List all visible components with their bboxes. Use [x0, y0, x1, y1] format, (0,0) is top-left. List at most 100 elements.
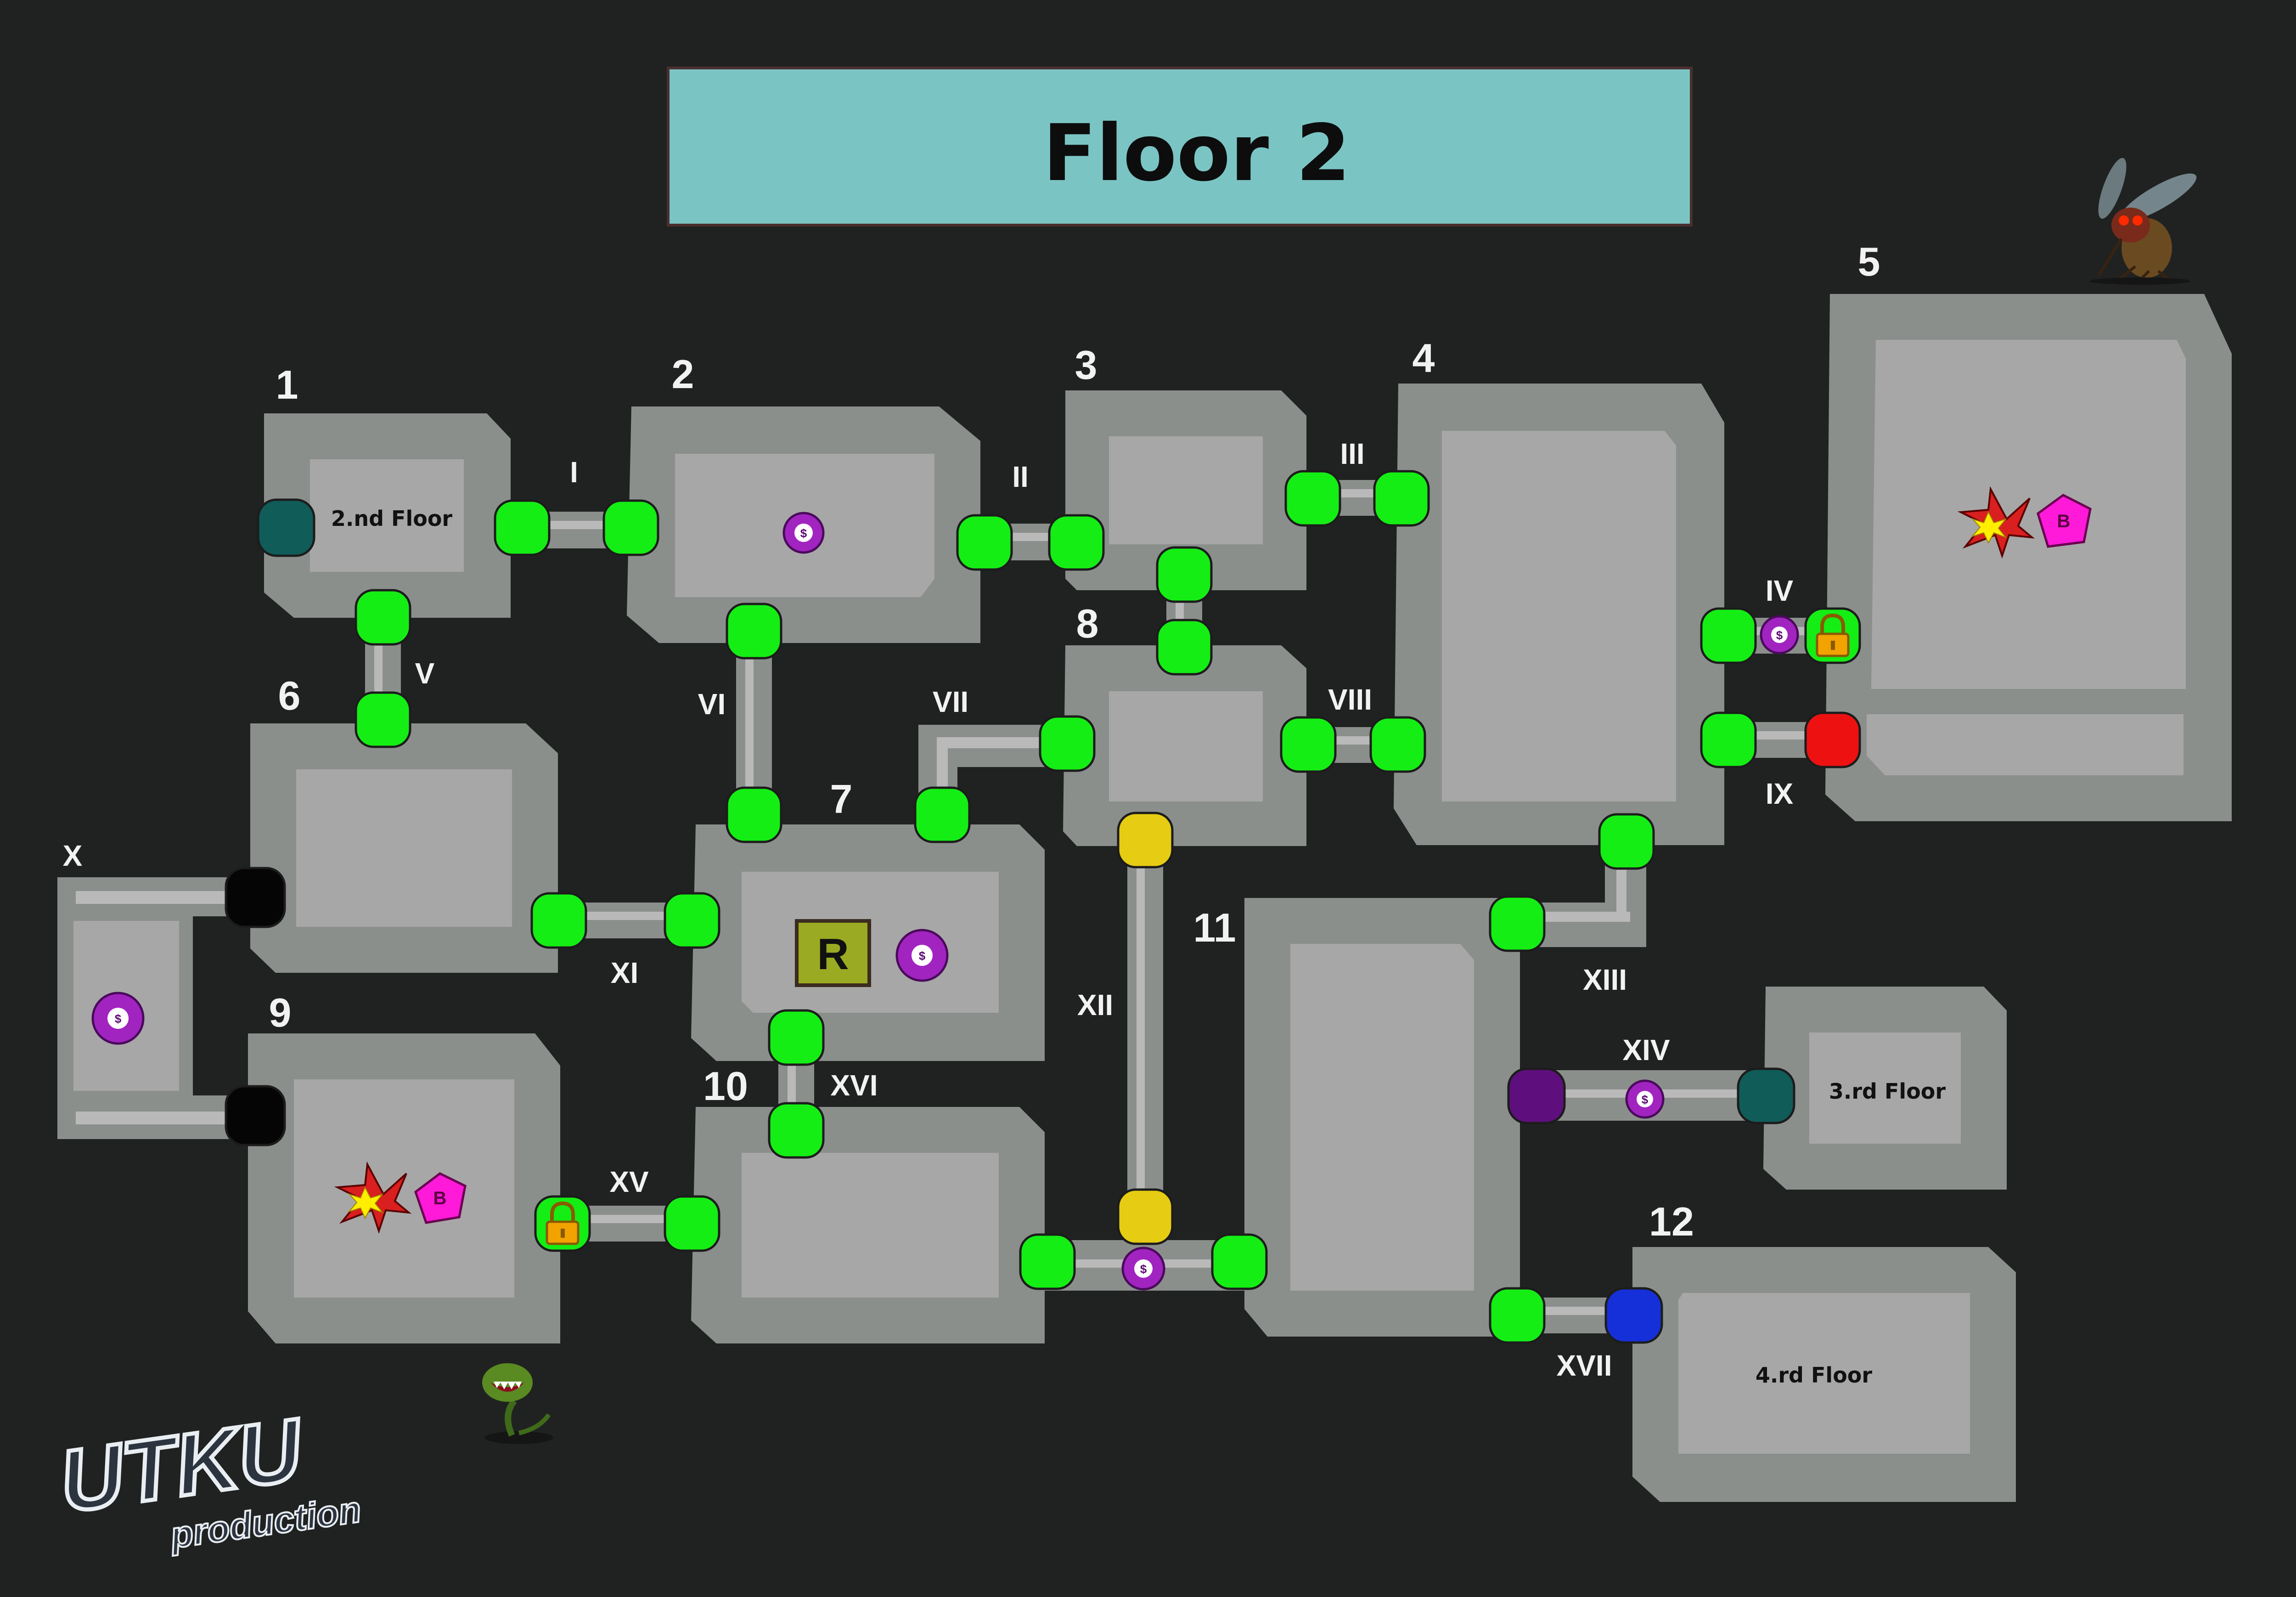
room-9[interactable] — [248, 1033, 560, 1343]
door-open[interactable] — [1280, 716, 1337, 773]
door-open[interactable] — [664, 892, 720, 949]
room-10[interactable] — [691, 1107, 1045, 1343]
door-open[interactable] — [726, 603, 782, 660]
door-open[interactable] — [1284, 470, 1341, 527]
coin-icon[interactable]: $ — [1121, 1247, 1165, 1291]
floor-portal-2nd[interactable] — [257, 498, 315, 557]
door-open[interactable] — [1048, 514, 1105, 571]
corridor-label-IX: IX — [1766, 777, 1794, 810]
boss-label: B — [2057, 511, 2071, 531]
room-number-5: 5 — [1858, 239, 1880, 284]
door-open[interactable] — [1156, 546, 1213, 603]
door-open[interactable] — [1019, 1233, 1076, 1290]
relic-icon[interactable]: R — [795, 919, 871, 987]
door-open[interactable] — [768, 1102, 825, 1159]
door-open[interactable] — [664, 1195, 720, 1252]
coin-symbol: $ — [1642, 1093, 1649, 1106]
door-open[interactable] — [1369, 716, 1426, 773]
door-open[interactable] — [914, 786, 971, 843]
coin-symbol: $ — [1776, 628, 1783, 642]
corridor-label-I: I — [570, 456, 578, 489]
door-open[interactable] — [1700, 607, 1757, 664]
room-number-10: 10 — [703, 1063, 748, 1109]
room-numbers: 1 2 3 4 5 6 7 8 9 10 11 12 — [269, 239, 1880, 1244]
door-open[interactable] — [494, 499, 551, 556]
corridor-label-IV: IV — [1766, 574, 1794, 607]
door-open[interactable] — [1211, 1233, 1268, 1290]
door-black[interactable] — [225, 1085, 286, 1146]
brand-logo: UTKU production — [52, 1398, 365, 1557]
coin-icon[interactable]: $ — [1625, 1079, 1665, 1119]
door-open[interactable] — [768, 1009, 825, 1066]
door-purple[interactable] — [1507, 1067, 1566, 1124]
room-11[interactable] — [1244, 898, 1520, 1337]
room-12[interactable]: 4.rd Floor — [1632, 1247, 2016, 1502]
relic-label: R — [817, 930, 849, 979]
floor-link-label-2nd: 2.nd Floor — [331, 506, 453, 531]
door-open[interactable] — [726, 786, 782, 843]
room-number-8: 8 — [1076, 601, 1099, 646]
room-number-2: 2 — [672, 351, 694, 397]
door-open[interactable] — [1489, 1287, 1546, 1344]
lock-icon — [546, 1201, 580, 1245]
room-number-3: 3 — [1075, 342, 1097, 388]
door-open[interactable] — [1039, 715, 1096, 772]
room-5[interactable] — [1825, 294, 2232, 821]
room-8[interactable] — [1063, 645, 1306, 846]
plant-monster-icon — [482, 1363, 553, 1444]
door-open[interactable] — [1373, 470, 1430, 527]
corridor-label-V: V — [415, 657, 435, 690]
corridor-label-II: II — [1012, 460, 1029, 493]
door-open[interactable] — [530, 892, 587, 949]
corridor-label-XII: XII — [1077, 988, 1113, 1021]
room-3rd-floor[interactable]: 3.rd Floor — [1763, 987, 2007, 1190]
corridor-label-XI: XI — [611, 956, 638, 989]
door-open[interactable] — [1598, 813, 1655, 870]
room-4[interactable] — [1394, 384, 1724, 845]
corridor-label-VI: VI — [698, 688, 726, 721]
corridor-label-XVI: XVI — [830, 1069, 878, 1102]
mosquito-monster-icon — [2089, 158, 2197, 286]
room-number-7: 7 — [830, 776, 853, 822]
room-1[interactable] — [264, 413, 511, 618]
room-number-4: 4 — [1412, 335, 1435, 381]
floor-portal-3rd[interactable] — [1737, 1067, 1795, 1124]
coin-symbol: $ — [1140, 1262, 1147, 1276]
door-open[interactable] — [1489, 895, 1546, 952]
coin-icon[interactable]: $ — [1760, 615, 1799, 655]
floor-portal-4th[interactable] — [1604, 1287, 1663, 1344]
corridor-label-XIV: XIV — [1622, 1033, 1670, 1067]
coin-icon[interactable]: $ — [782, 512, 825, 554]
room-number-1: 1 — [276, 362, 298, 407]
room-3[interactable] — [1065, 390, 1306, 590]
floor-link-label-4th: 4.rd Floor — [1756, 1363, 1873, 1388]
corridor-label-XV: XV — [609, 1165, 649, 1198]
door-red[interactable] — [1804, 711, 1861, 768]
door-yellow[interactable] — [1117, 812, 1174, 869]
coin-icon[interactable]: $ — [91, 992, 145, 1045]
coin-icon[interactable]: $ — [895, 929, 949, 982]
door-open[interactable] — [956, 514, 1013, 571]
door-open[interactable] — [1700, 711, 1757, 768]
door-black[interactable] — [225, 867, 286, 928]
room-number-11: 11 — [1193, 905, 1236, 950]
boss-icon[interactable]: B — [2037, 494, 2092, 548]
door-open[interactable] — [355, 589, 411, 646]
corridor-label-XVII: XVII — [1557, 1349, 1612, 1382]
boss-icon[interactable]: B — [414, 1172, 467, 1224]
title-banner: Floor 2 — [667, 67, 1693, 226]
explosion-icon — [334, 1161, 412, 1234]
rooms: 3.rd Floor 4.rd Floor 2.nd Floor — [248, 294, 2232, 1502]
door-open[interactable] — [602, 499, 659, 556]
door-open[interactable] — [355, 691, 411, 748]
coin-symbol: $ — [800, 526, 807, 540]
room-6[interactable] — [250, 723, 558, 973]
corridor-label-VIII: VIII — [1328, 683, 1372, 716]
door-open[interactable] — [1156, 619, 1213, 676]
boss-label: B — [433, 1188, 447, 1208]
corridor-label-XIII: XIII — [1583, 963, 1627, 996]
door-yellow[interactable] — [1117, 1188, 1174, 1245]
coin-symbol: $ — [919, 949, 926, 963]
